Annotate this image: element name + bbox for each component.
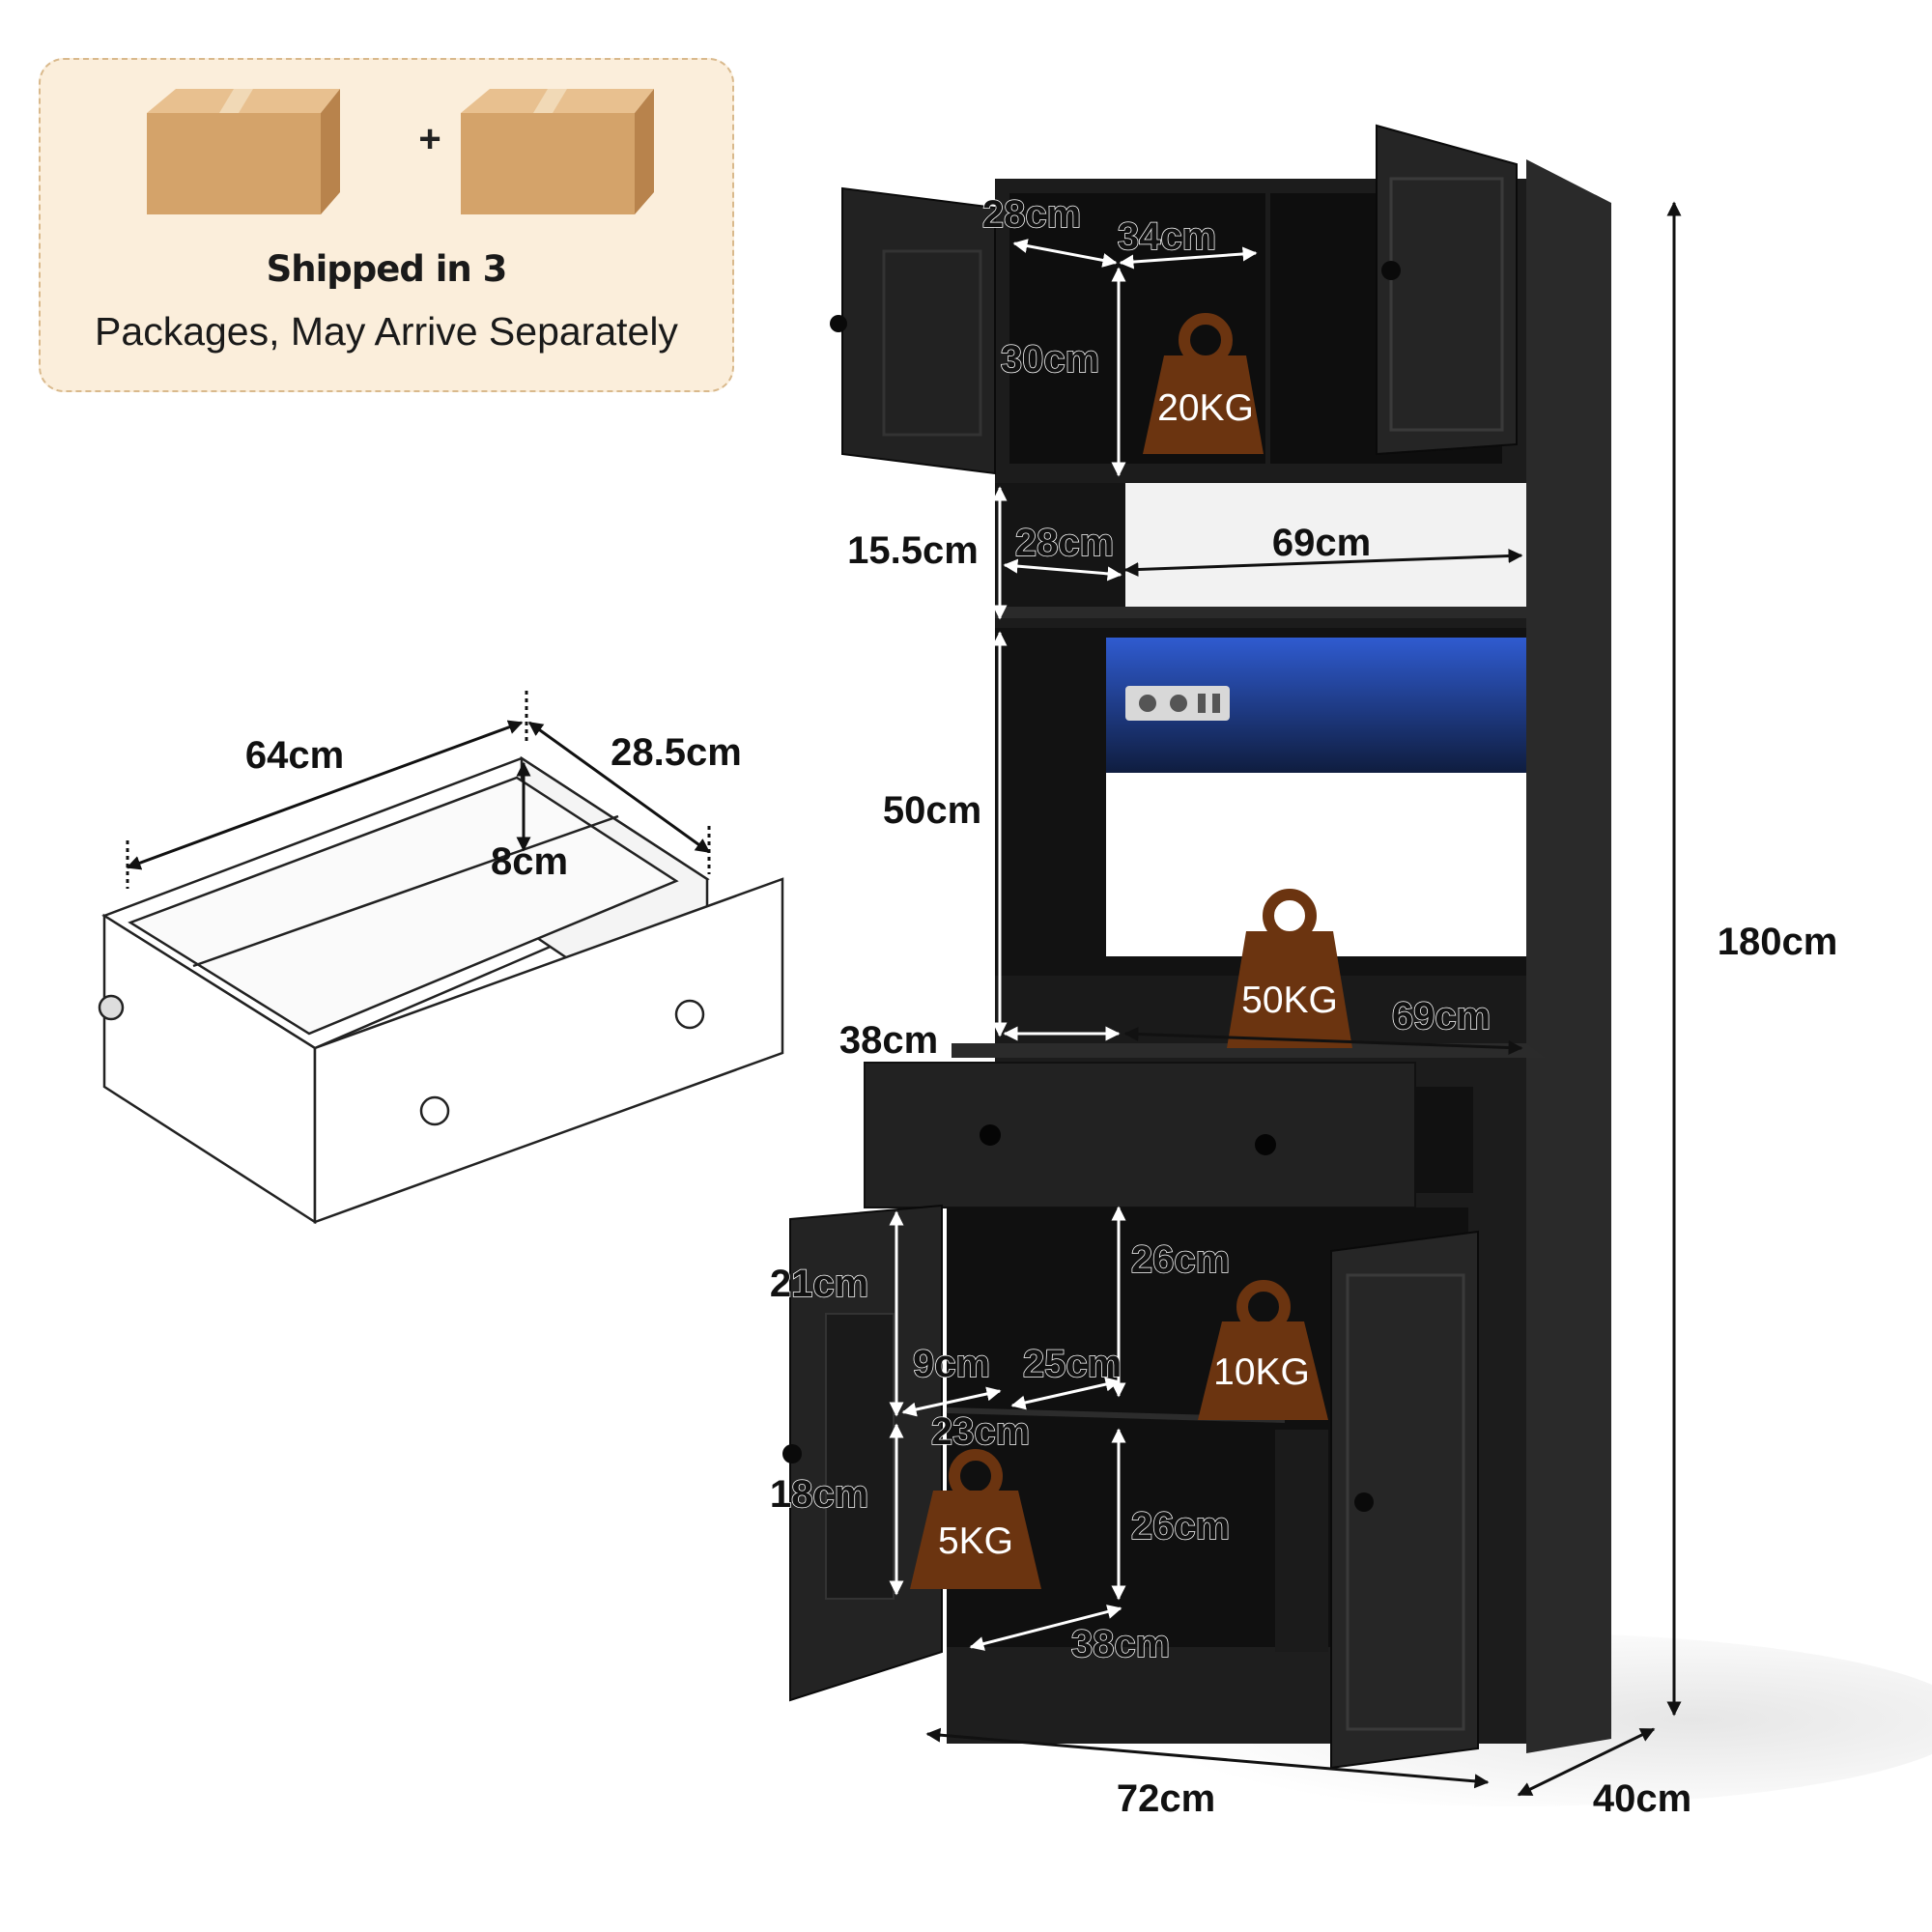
weight-tag-50kg [1227, 889, 1352, 1048]
plus-sign: + [418, 118, 441, 160]
lower-load-label: 10KG [1213, 1351, 1310, 1393]
counter-load-label: 50KG [1241, 980, 1338, 1021]
lower-shelf-depth-label: 25cm [1023, 1343, 1122, 1385]
drawer-depth-label: 28.5cm [611, 731, 742, 774]
counter-depth-label: 38cm [839, 1019, 938, 1062]
total-height-label: 180cm [1718, 921, 1838, 963]
bottom-depth-label: 38cm [1071, 1623, 1170, 1665]
shipping-title: Shipped in 3 [266, 248, 508, 290]
counter-width-label: 69cm [1392, 995, 1491, 1037]
weight-tag-5kg [910, 1449, 1041, 1589]
weight-tag-10kg [1198, 1280, 1328, 1420]
top-compartment-height-label: 30cm [1001, 338, 1099, 381]
shipping-subtitle: Packages, May Arrive Separately [95, 309, 678, 354]
top-compartment-width-label: 34cm [1118, 215, 1216, 258]
lower-door-lower-height-label: 18cm [770, 1473, 868, 1516]
total-width-label: 72cm [1117, 1777, 1215, 1820]
drawer-height-label: 8cm [491, 840, 568, 883]
lower-door-upper-height-label: 21cm [770, 1263, 868, 1305]
door-load-label: 5KG [938, 1520, 1013, 1562]
mid-shelf-depth-label: 28cm [1015, 522, 1114, 564]
total-depth-label: 40cm [1593, 1777, 1691, 1820]
lower-bottom-height-label: 26cm [1131, 1505, 1230, 1548]
lower-upper-height-label: 26cm [1131, 1238, 1230, 1281]
shipping-banner: + Shipped in 3 Packages, May Arrive Sepa… [39, 58, 734, 392]
open-area-height-label: 50cm [883, 789, 981, 832]
load-labels: 20KG 50KG 10KG 5KG [938, 387, 1338, 1562]
door-shelf-depth-label: 9cm [913, 1343, 990, 1385]
top-load-label: 20KG [1157, 387, 1254, 429]
drawer-labels: 64cm 28.5cm 8cm [245, 731, 742, 883]
cabinet-labels: 28cm 34cm 30cm 15.5cm 28cm 69cm 50cm 38c… [769, 192, 1838, 1820]
weight-tag-20kg [1143, 313, 1264, 454]
drawer-dimension-lines [126, 691, 711, 889]
drawer-width-label: 64cm [245, 734, 344, 777]
door-shelf-width-label: 23cm [931, 1410, 1030, 1453]
top-door-depth-label: 28cm [982, 193, 1081, 236]
box-icon [461, 89, 654, 214]
drawer-diagram [98, 755, 784, 1225]
mid-shelf-height-label: 15.5cm [847, 529, 979, 572]
box-icon [147, 89, 340, 214]
mid-shelf-width-label: 69cm [1272, 522, 1371, 564]
cabinet-dimension-lines [889, 201, 1682, 1797]
